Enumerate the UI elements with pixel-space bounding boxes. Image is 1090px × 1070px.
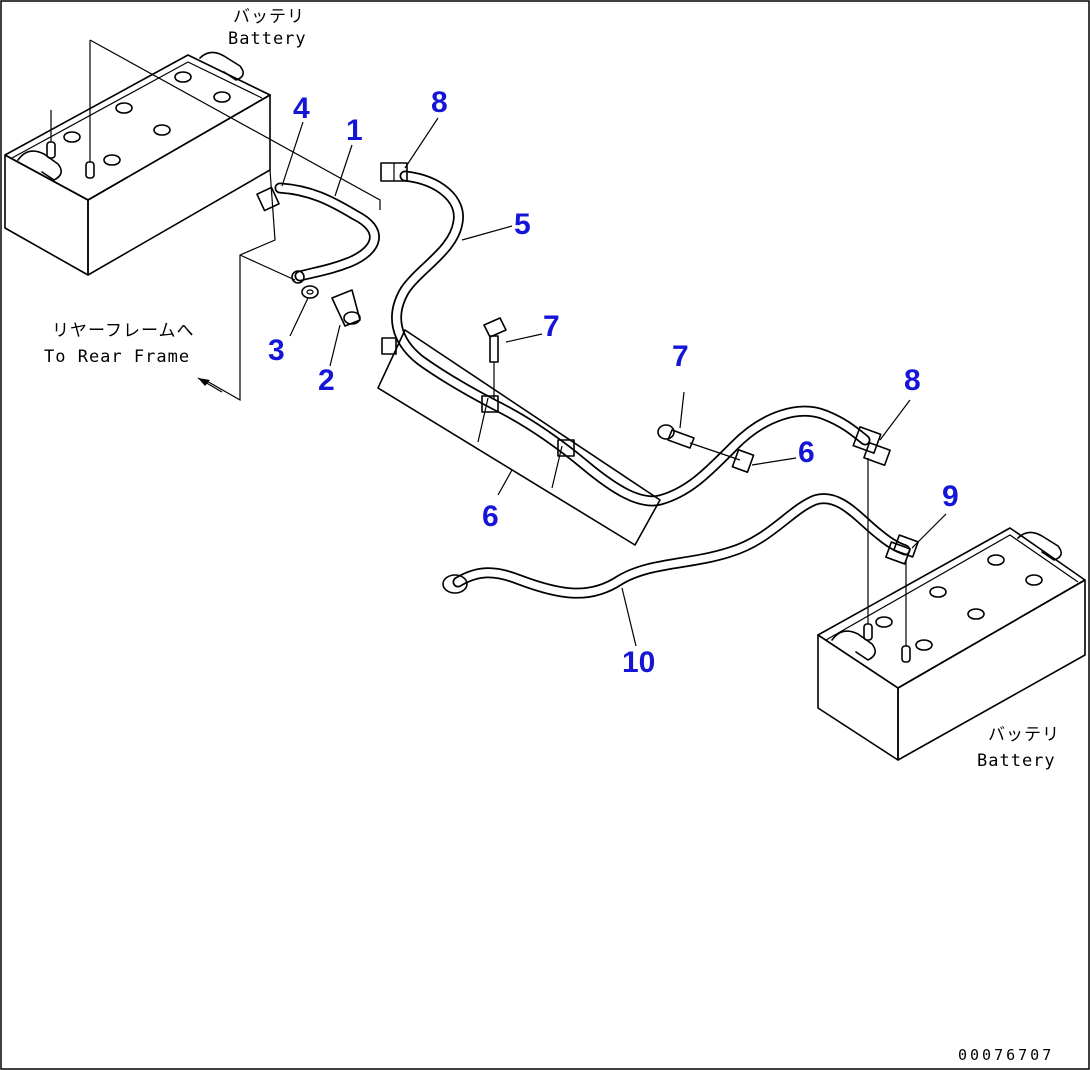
clamp-bolt-left — [483, 317, 507, 400]
part-number-3: 3 — [268, 334, 285, 367]
washer — [301, 285, 319, 299]
clamp-right — [731, 449, 755, 473]
battery-bottom-label-jp: バッテリ — [988, 725, 1060, 745]
battery-top-left — [4, 40, 271, 276]
leader-lines — [281, 117, 947, 647]
cable-cover — [377, 329, 661, 546]
rear-frame-label-en: To Rear Frame — [44, 347, 190, 367]
cable-1 — [89, 39, 381, 402]
part-number-10: 10 — [622, 646, 655, 679]
part-number-6-right: 6 — [798, 436, 815, 469]
battery-top-label-en: Battery — [228, 29, 307, 49]
part-number-8-top: 8 — [431, 86, 448, 119]
cable-5 — [380, 162, 891, 507]
part-number-8-right: 8 — [904, 364, 921, 397]
part-number-1: 1 — [346, 114, 363, 147]
cable-10 — [442, 493, 919, 599]
bolt — [331, 289, 361, 327]
rear-frame-label-jp: リヤーフレームへ — [52, 321, 194, 341]
part-number-6-bottom: 6 — [482, 500, 499, 533]
part-number-5: 5 — [514, 208, 531, 241]
battery-top-label-jp: バッテリ — [233, 7, 305, 27]
rear-frame-arrow — [197, 377, 223, 393]
battery-bottom-right — [817, 458, 1086, 761]
part-number-7-left: 7 — [543, 310, 560, 343]
part-number-7-right: 7 — [672, 340, 689, 373]
clamp-bolt-right — [657, 424, 741, 461]
part-number-9: 9 — [942, 480, 959, 513]
document-number: 00076707 — [958, 1046, 1054, 1064]
part-number-4: 4 — [293, 92, 310, 125]
battery-bottom-label-en: Battery — [977, 751, 1056, 771]
part-number-2: 2 — [318, 364, 335, 397]
